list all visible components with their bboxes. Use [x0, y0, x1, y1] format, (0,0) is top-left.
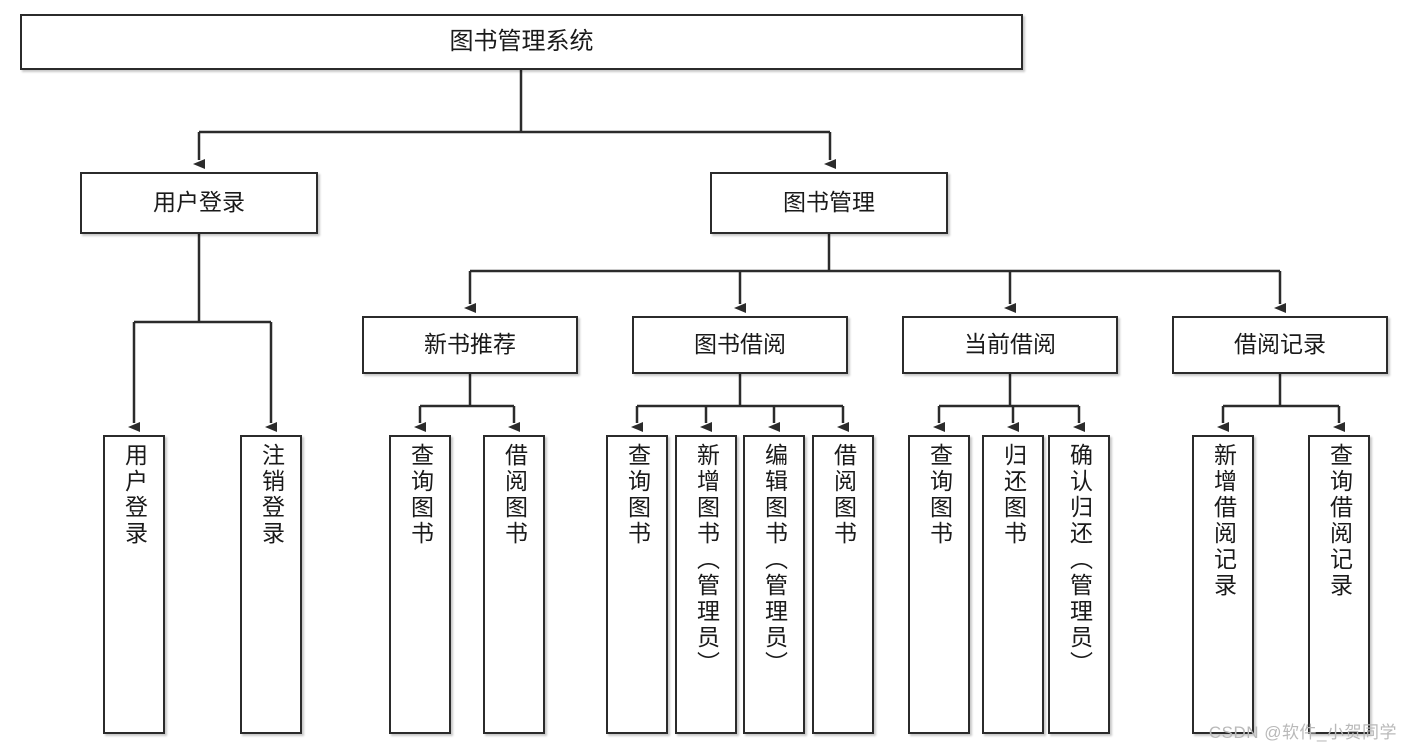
node-leaf-query-borrow-record[interactable]: 查询借阅记录	[1308, 435, 1370, 734]
node-leaf-user-login-label: 用户登录	[121, 443, 148, 547]
node-leaf-add-book-admin[interactable]: 新增图书（管理员）	[675, 435, 737, 734]
node-leaf-query-book-2[interactable]: 查询图书	[606, 435, 668, 734]
node-leaf-borrow-book-1-label: 借阅图书	[501, 443, 528, 547]
node-root[interactable]: 图书管理系统	[20, 14, 1023, 70]
node-leaf-borrow-book-2[interactable]: 借阅图书	[812, 435, 874, 734]
node-book-borrow-label: 图书借阅	[694, 331, 786, 358]
csdn-watermark: CSDN @软件_小贺同学	[1208, 723, 1397, 742]
node-current-borrow[interactable]: 当前借阅	[902, 316, 1118, 374]
node-leaf-return-book[interactable]: 归还图书	[982, 435, 1044, 734]
node-leaf-confirm-return-admin-label: 确认归还（管理员）	[1066, 443, 1093, 677]
node-new-book-recommend[interactable]: 新书推荐	[362, 316, 578, 374]
node-leaf-query-book-3-label: 查询图书	[926, 443, 953, 547]
node-leaf-return-book-label: 归还图书	[1000, 443, 1027, 547]
node-leaf-query-book-1-label: 查询图书	[407, 443, 434, 547]
node-user-login[interactable]: 用户登录	[80, 172, 318, 234]
node-leaf-borrow-book-2-label: 借阅图书	[830, 443, 857, 547]
node-leaf-add-borrow-record[interactable]: 新增借阅记录	[1192, 435, 1254, 734]
node-new-book-recommend-label: 新书推荐	[424, 331, 516, 358]
node-leaf-query-book-3[interactable]: 查询图书	[908, 435, 970, 734]
node-leaf-logout-login-label: 注销登录	[258, 443, 285, 547]
node-book-borrow[interactable]: 图书借阅	[632, 316, 848, 374]
node-leaf-user-login[interactable]: 用户登录	[103, 435, 165, 734]
node-leaf-borrow-book-1[interactable]: 借阅图书	[483, 435, 545, 734]
node-leaf-query-book-2-label: 查询图书	[624, 443, 651, 547]
node-root-label: 图书管理系统	[449, 27, 594, 55]
node-borrow-record[interactable]: 借阅记录	[1172, 316, 1388, 374]
node-book-manage[interactable]: 图书管理	[710, 172, 948, 234]
node-user-login-label: 用户登录	[153, 189, 245, 216]
node-leaf-query-borrow-record-label: 查询借阅记录	[1326, 443, 1353, 599]
node-book-manage-label: 图书管理	[783, 189, 875, 216]
node-leaf-edit-book-admin[interactable]: 编辑图书（管理员）	[743, 435, 805, 734]
node-leaf-query-book-1[interactable]: 查询图书	[389, 435, 451, 734]
node-leaf-add-borrow-record-label: 新增借阅记录	[1210, 443, 1237, 599]
node-borrow-record-label: 借阅记录	[1234, 331, 1326, 358]
node-leaf-add-book-admin-label: 新增图书（管理员）	[693, 443, 720, 677]
node-leaf-confirm-return-admin[interactable]: 确认归还（管理员）	[1048, 435, 1110, 734]
node-leaf-logout-login[interactable]: 注销登录	[240, 435, 302, 734]
node-current-borrow-label: 当前借阅	[964, 331, 1056, 358]
node-leaf-edit-book-admin-label: 编辑图书（管理员）	[761, 443, 788, 677]
